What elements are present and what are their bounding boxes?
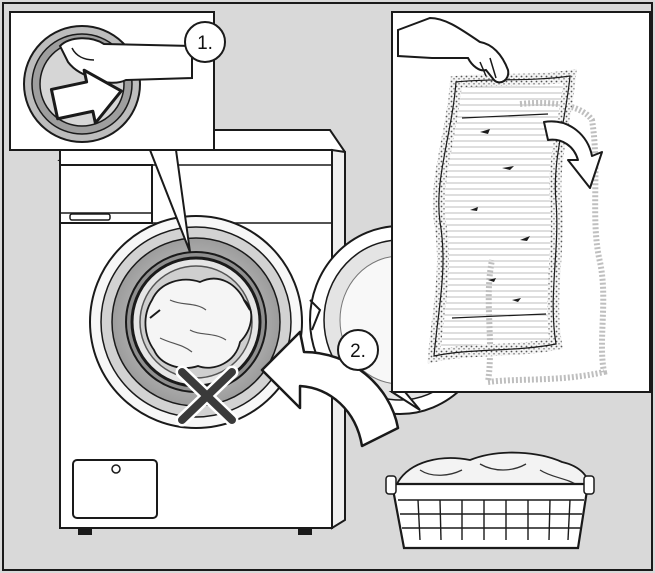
step-1-label: 1. — [197, 33, 213, 54]
inset-clean-drum — [392, 12, 650, 410]
step-2-badge: 2. — [338, 330, 378, 370]
laundry-basket-icon — [386, 453, 594, 548]
washing-machine — [60, 130, 345, 535]
laundry-in-drum — [145, 279, 251, 368]
service-flap — [73, 460, 157, 518]
step-2-label: 2. — [350, 341, 366, 362]
